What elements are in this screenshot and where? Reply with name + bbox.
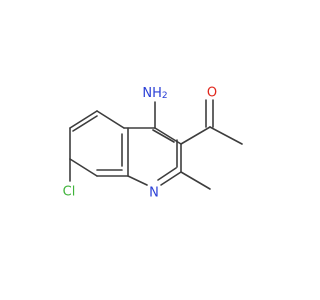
bond-c7-c8 <box>69 158 98 177</box>
bond-c4-c3-inner <box>152 129 175 143</box>
bond-c3-acyl <box>180 126 211 145</box>
atom-label-ring-nitrogen: N <box>149 186 159 201</box>
bond-c4a-c5 <box>96 110 125 129</box>
atom-label-chlorine: Cl <box>63 185 76 200</box>
bond-c5-c6-2 <box>72 115 98 132</box>
bond-layer <box>69 99 243 190</box>
atom-label-amino-nitrogen: NH2 <box>142 86 167 102</box>
bond-n1-c8a <box>127 175 148 186</box>
bond-c2-methyl <box>180 171 211 190</box>
atom-label-carbonyl-oxygen: O <box>207 86 217 101</box>
bond-c5-c6-1 <box>69 110 98 129</box>
bond-c2-n1-2 <box>157 167 177 181</box>
molecule-structure: NH2 O N Cl <box>63 86 243 201</box>
bond-acyl-methyl <box>209 126 243 145</box>
bond-c2-n1-1 <box>160 171 182 186</box>
